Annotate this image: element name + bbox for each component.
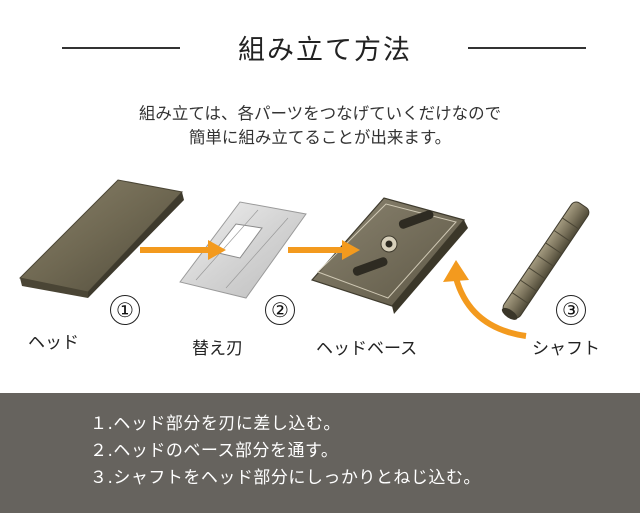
assembly-illustration: ① ② ③ ヘッド 替え刃 ヘッドベース シャフト — [0, 170, 640, 370]
arrow-shaft-to-base — [443, 260, 527, 339]
label-head: ヘッド — [28, 333, 79, 353]
intro-text: 組み立ては、各パーツをつなげていくだけなので 簡単に組み立てることが出来ます。 — [0, 102, 640, 150]
intro-line-2: 簡単に組み立てることが出来ます。 — [188, 128, 452, 147]
step-3: ３.シャフトをヘッド部分にしっかりとねじ込む。 — [90, 468, 481, 488]
head-base-part — [310, 197, 468, 314]
intro-line-1: 組み立ては、各パーツをつなげていくだけなので — [138, 104, 502, 123]
step-2: ２.ヘッドのベース部分を通す。 — [90, 441, 339, 461]
step-list: １.ヘッド部分を刃に差し込む。 ２.ヘッドのベース部分を通す。 ３.シャフトをヘ… — [90, 411, 481, 492]
label-head-base: ヘッドベース — [316, 339, 418, 359]
arrow-blade-to-base — [288, 240, 360, 260]
number-badge-2: ② — [265, 295, 295, 325]
label-blade: 替え刃 — [192, 339, 243, 359]
head-part — [18, 179, 184, 298]
assembly-diagram — [18, 179, 590, 339]
title-rule-left — [62, 47, 180, 49]
page-title: 組み立て方法 — [238, 35, 412, 66]
title-rule-right — [468, 47, 586, 49]
blade-part — [179, 201, 307, 299]
number-badge-1: ① — [110, 295, 140, 325]
title-row: 組み立て方法 — [0, 22, 640, 72]
label-shaft: シャフト — [532, 339, 600, 359]
number-badge-3: ③ — [556, 295, 586, 325]
instructions-panel: １.ヘッド部分を刃に差し込む。 ２.ヘッドのベース部分を通す。 ３.シャフトをヘ… — [0, 393, 640, 513]
shaft-part — [501, 201, 590, 320]
arrow-head-to-blade — [140, 240, 226, 260]
step-1: １.ヘッド部分を刃に差し込む。 — [90, 414, 341, 434]
